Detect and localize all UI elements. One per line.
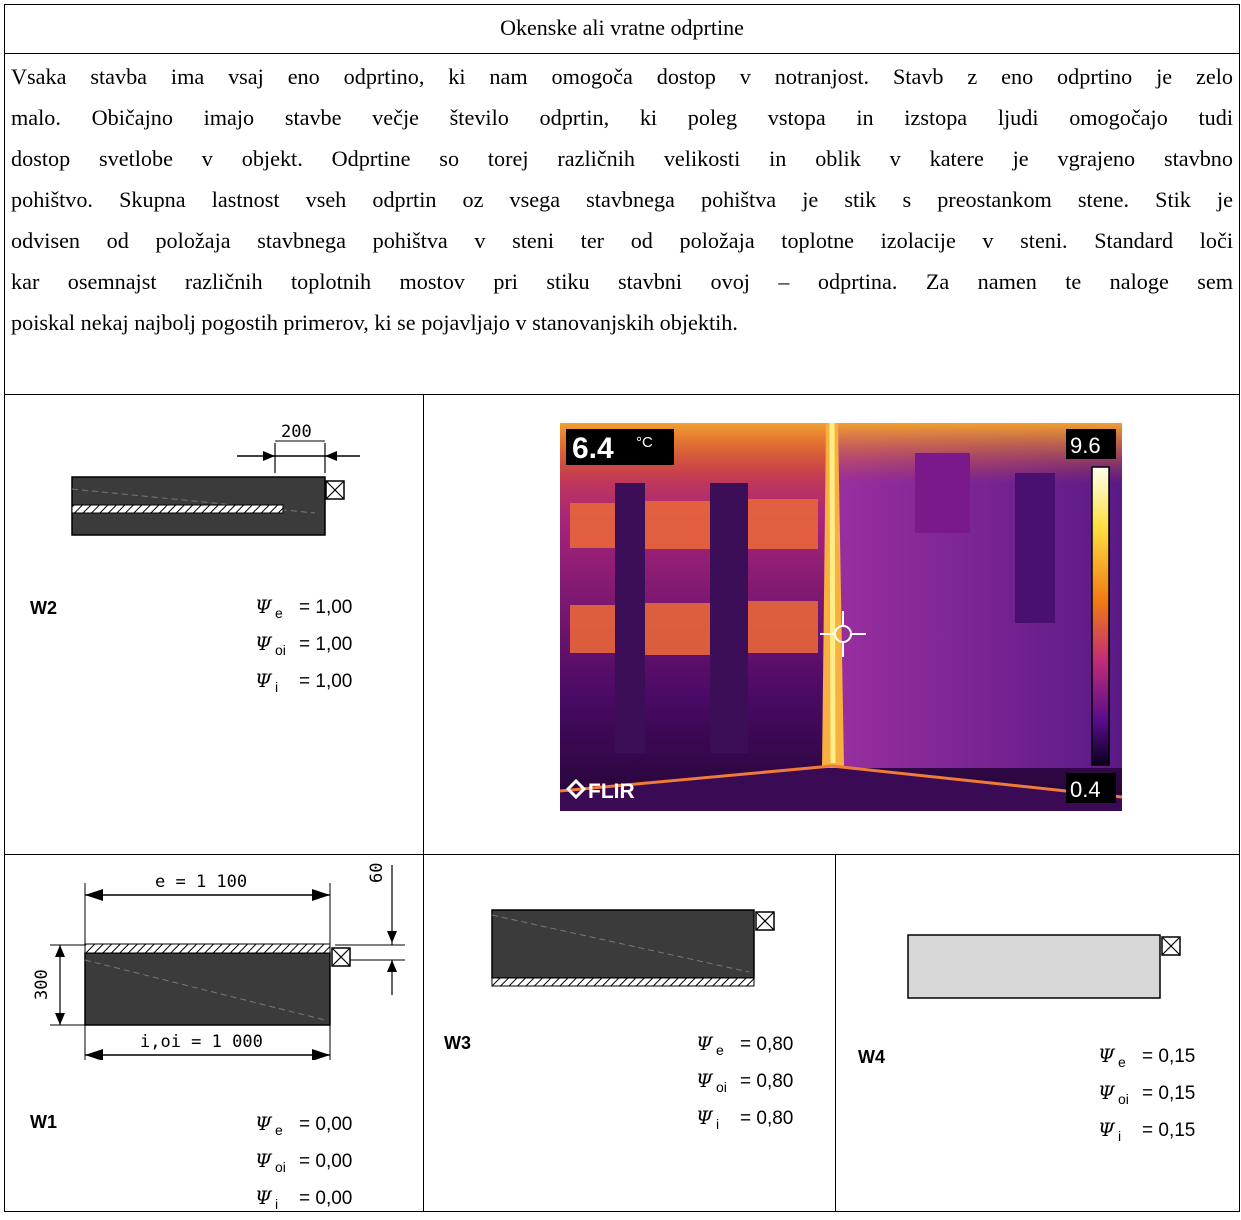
paragraph-cell: Vsaka stavba ima vsaj eno odprtino, ki n…: [4, 53, 1240, 395]
flir-logo: FLIR: [565, 778, 635, 803]
w1-psi-e: = 0,00: [299, 1114, 353, 1135]
w1-dim-ins: 60: [367, 863, 387, 883]
psi-symbol: Ψ: [255, 633, 272, 655]
w4-psi-e: = 0,15: [1142, 1046, 1196, 1067]
w2-label: W2: [30, 598, 57, 618]
case-w1-cell: e = 1 100 60 300: [4, 854, 424, 1212]
psi-symbol: Ψ: [1098, 1119, 1115, 1141]
w3-psi-i: = 0,80: [740, 1108, 794, 1129]
scale-max: 9.6: [1070, 433, 1101, 458]
psi-symbol: Ψ: [255, 596, 272, 618]
w2-psi-oi: = 1,00: [299, 634, 353, 655]
color-scale-bar: [1091, 466, 1110, 766]
w1-label: W1: [30, 1112, 57, 1132]
scale-min: 0.4: [1070, 777, 1101, 802]
psi-sub-i: i: [275, 1196, 279, 1212]
paragraph-line: kar osemnajst različnih toplotnih mostov…: [11, 269, 1233, 294]
psi-sub-e: e: [275, 605, 283, 621]
w4-psi-oi: = 0,15: [1142, 1083, 1196, 1104]
psi-symbol: Ψ: [696, 1033, 713, 1055]
table-title: Okenske ali vratne odprtine: [500, 15, 744, 40]
crosshair-icon: [820, 611, 866, 657]
paragraph-line: pohištvo. Skupna lastnost vseh odprtin o…: [11, 187, 1233, 212]
w3-psi-oi: = 0,80: [740, 1071, 794, 1092]
psi-sub-e: e: [275, 1122, 283, 1138]
psi-sub-i: i: [1118, 1128, 1122, 1144]
psi-symbol: Ψ: [1098, 1082, 1115, 1104]
paragraph-line: Vsaka stavba ima vsaj eno odprtino, ki n…: [11, 64, 1233, 89]
w4-psi-i: = 0,15: [1142, 1120, 1196, 1141]
brand-label: FLIR: [588, 780, 635, 803]
thermal-image: 6.4 °C 9.6 0.4 FLIR: [560, 423, 1122, 811]
psi-symbol: Ψ: [1098, 1045, 1115, 1067]
paragraph-line: malo. Običajno imajo stavbe večje števil…: [11, 105, 1233, 130]
w2-psi-e: = 1,00: [299, 597, 353, 618]
w3-psi-e: = 0,80: [740, 1034, 794, 1055]
psi-sub-oi: oi: [275, 642, 286, 658]
w1-dim-i: i,oi = 1 000: [140, 1032, 263, 1052]
table-title-cell: Okenske ali vratne odprtine: [4, 4, 1240, 54]
psi-sub-oi: oi: [1118, 1091, 1129, 1107]
paragraph-line: odvisen od položaja stavbnega pohištva v…: [11, 228, 1233, 253]
w1-psi-i: = 0,00: [299, 1188, 353, 1209]
w3-label: W3: [444, 1033, 471, 1053]
w4-diagram: [907, 934, 1181, 999]
psi-sub-e: e: [716, 1042, 724, 1058]
psi-sub-oi: oi: [716, 1079, 727, 1095]
psi-symbol: Ψ: [255, 1187, 272, 1209]
psi-sub-oi: oi: [275, 1159, 286, 1175]
w4-label: W4: [858, 1047, 885, 1067]
psi-symbol: Ψ: [255, 670, 272, 692]
w2-diagram: 200: [71, 422, 360, 536]
psi-symbol: Ψ: [255, 1150, 272, 1172]
paragraph-line: poiskal nekaj najbolj pogostih primerov,…: [11, 310, 738, 335]
w1-dim-e: e = 1 100: [155, 872, 247, 892]
psi-symbol: Ψ: [696, 1070, 713, 1092]
w1-diagram: e = 1 100 60 300: [32, 863, 405, 1060]
temp-readout: 6.4: [572, 432, 614, 465]
temp-unit: °C: [636, 434, 653, 451]
psi-sub-i: i: [275, 679, 279, 695]
document-table: Okenske ali vratne odprtine Vsaka stavba…: [4, 4, 1240, 1212]
thermal-image-cell: 6.4 °C 9.6 0.4 FLIR: [423, 394, 1240, 855]
w2-psi-i: = 1,00: [299, 671, 353, 692]
psi-sub-i: i: [716, 1116, 720, 1132]
psi-symbol: Ψ: [255, 1113, 272, 1135]
psi-sub-e: e: [1118, 1054, 1126, 1070]
w2-dim-label: 200: [281, 422, 312, 442]
psi-symbol: Ψ: [696, 1107, 713, 1129]
paragraph-line: dostop svetlobe v objekt. Odprtine so to…: [11, 146, 1233, 171]
w1-dim-h: 300: [32, 969, 52, 1000]
w1-psi-oi: = 0,00: [299, 1151, 353, 1172]
w3-diagram: [491, 909, 775, 987]
